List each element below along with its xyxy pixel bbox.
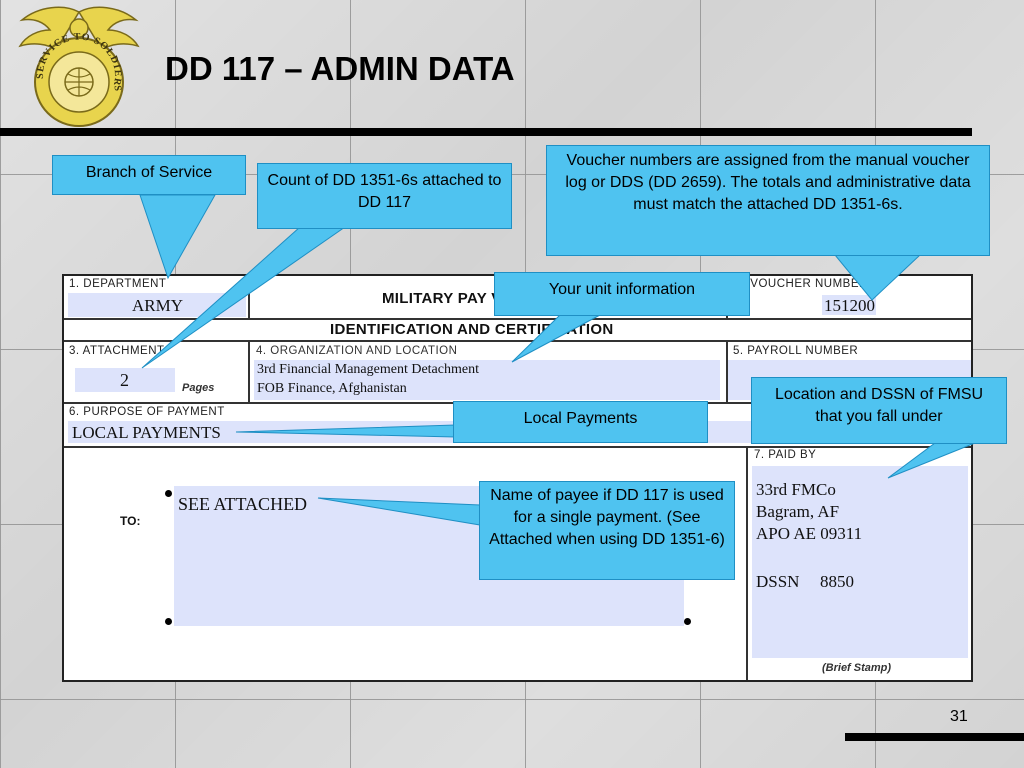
corner-dot [684, 618, 691, 625]
header-rule [0, 128, 972, 136]
department-value: ARMY [132, 296, 184, 315]
attachment-label: 3. ATTACHMENT [69, 345, 165, 357]
to-label: TO: [120, 514, 141, 528]
divider [64, 340, 971, 342]
paid-by-line2: Bagram, AF [756, 502, 840, 521]
divider [726, 340, 728, 402]
divider [64, 446, 971, 448]
callout-attachment-count: Count of DD 1351-6s attached to DD 117 [257, 163, 512, 229]
slide-title: DD 117 – ADMIN DATA [165, 50, 515, 87]
purpose-value: LOCAL PAYMENTS [72, 423, 221, 442]
paid-by-line3: APO AE 09311 [756, 524, 863, 543]
attachment-unit: Pages [182, 382, 215, 394]
divider [64, 318, 971, 320]
page-number: 31 [950, 708, 968, 725]
organization-line1: 3rd Financial Management Detachment [257, 362, 479, 377]
payroll-number-label: 5. PAYROLL NUMBER [733, 345, 859, 357]
callout-location-dssn: Location and DSSN of FMSU that you fall … [751, 377, 1007, 444]
organization-label: 4. ORGANIZATION AND LOCATION [256, 345, 458, 357]
paid-by-line1: 33rd FMCo [756, 480, 836, 499]
footer-rule [845, 733, 1024, 741]
paid-by-field-bg [752, 466, 968, 658]
dd117-form: 1. DEPARTMENT ARMY MILITARY PAY VOUCHER … [62, 274, 973, 682]
corner-dot [165, 490, 172, 497]
corner-dot [165, 618, 172, 625]
brief-stamp-label: (Brief Stamp) [822, 662, 892, 674]
voucher-number-label: 2. VOUCHER NUMBER [736, 278, 868, 290]
form-subheader: IDENTIFICATION AND CERTIFICATION [330, 321, 614, 338]
callout-local-payments: Local Payments [453, 401, 708, 443]
callout-unit-information: Your unit information [494, 272, 750, 316]
payee-value: SEE ATTACHED [178, 494, 308, 514]
dssn-label: DSSN [756, 572, 800, 591]
dssn-value: 8850 [820, 572, 854, 591]
attachment-value: 2 [120, 370, 129, 390]
divider [248, 340, 250, 402]
purpose-label: 6. PURPOSE OF PAYMENT [69, 406, 225, 418]
paid-by-label: 7. PAID BY [754, 449, 817, 461]
callout-voucher-numbers: Voucher numbers are assigned from the ma… [546, 145, 990, 256]
attachment-field-bg [75, 368, 175, 392]
department-label: 1. DEPARTMENT [69, 278, 167, 290]
divider [746, 446, 748, 680]
callout-branch-of-service: Branch of Service [52, 155, 246, 195]
divider [248, 276, 250, 320]
pointer-branch [139, 194, 216, 280]
voucher-number-value: 151200 [824, 296, 875, 315]
organization-line2: FOB Finance, Afghanistan [257, 381, 407, 396]
callout-payee-name: Name of payee if DD 117 is used for a si… [479, 481, 735, 580]
service-to-soldiers-emblem: SERVICE TO SOLDIERS [18, 6, 140, 127]
